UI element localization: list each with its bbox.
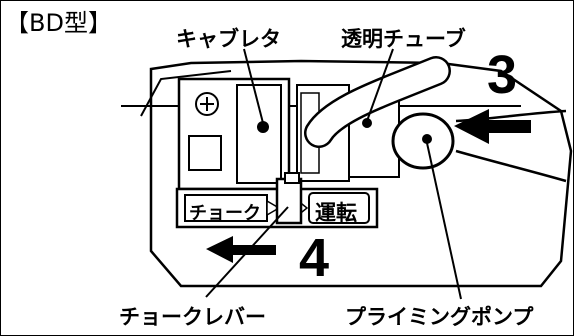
- step-3-number: 3: [487, 45, 518, 105]
- clear-tube: [306, 58, 449, 146]
- plate-run-text: 運転: [315, 201, 357, 225]
- carburetor-label: キャブレタ: [176, 27, 281, 51]
- clear-tube-label: 透明チューブ: [341, 27, 466, 51]
- priming-pump-label: プライミングポンプ: [345, 305, 534, 329]
- choke-lever-label: チョークレバー: [119, 305, 266, 329]
- slide-arrow-icon: [206, 236, 276, 263]
- model-tag: 【BD型】: [5, 9, 112, 37]
- plate-choke-text: チョーク: [189, 203, 261, 224]
- push-arrow-icon: [454, 109, 531, 144]
- step-4-number: 4: [299, 228, 330, 288]
